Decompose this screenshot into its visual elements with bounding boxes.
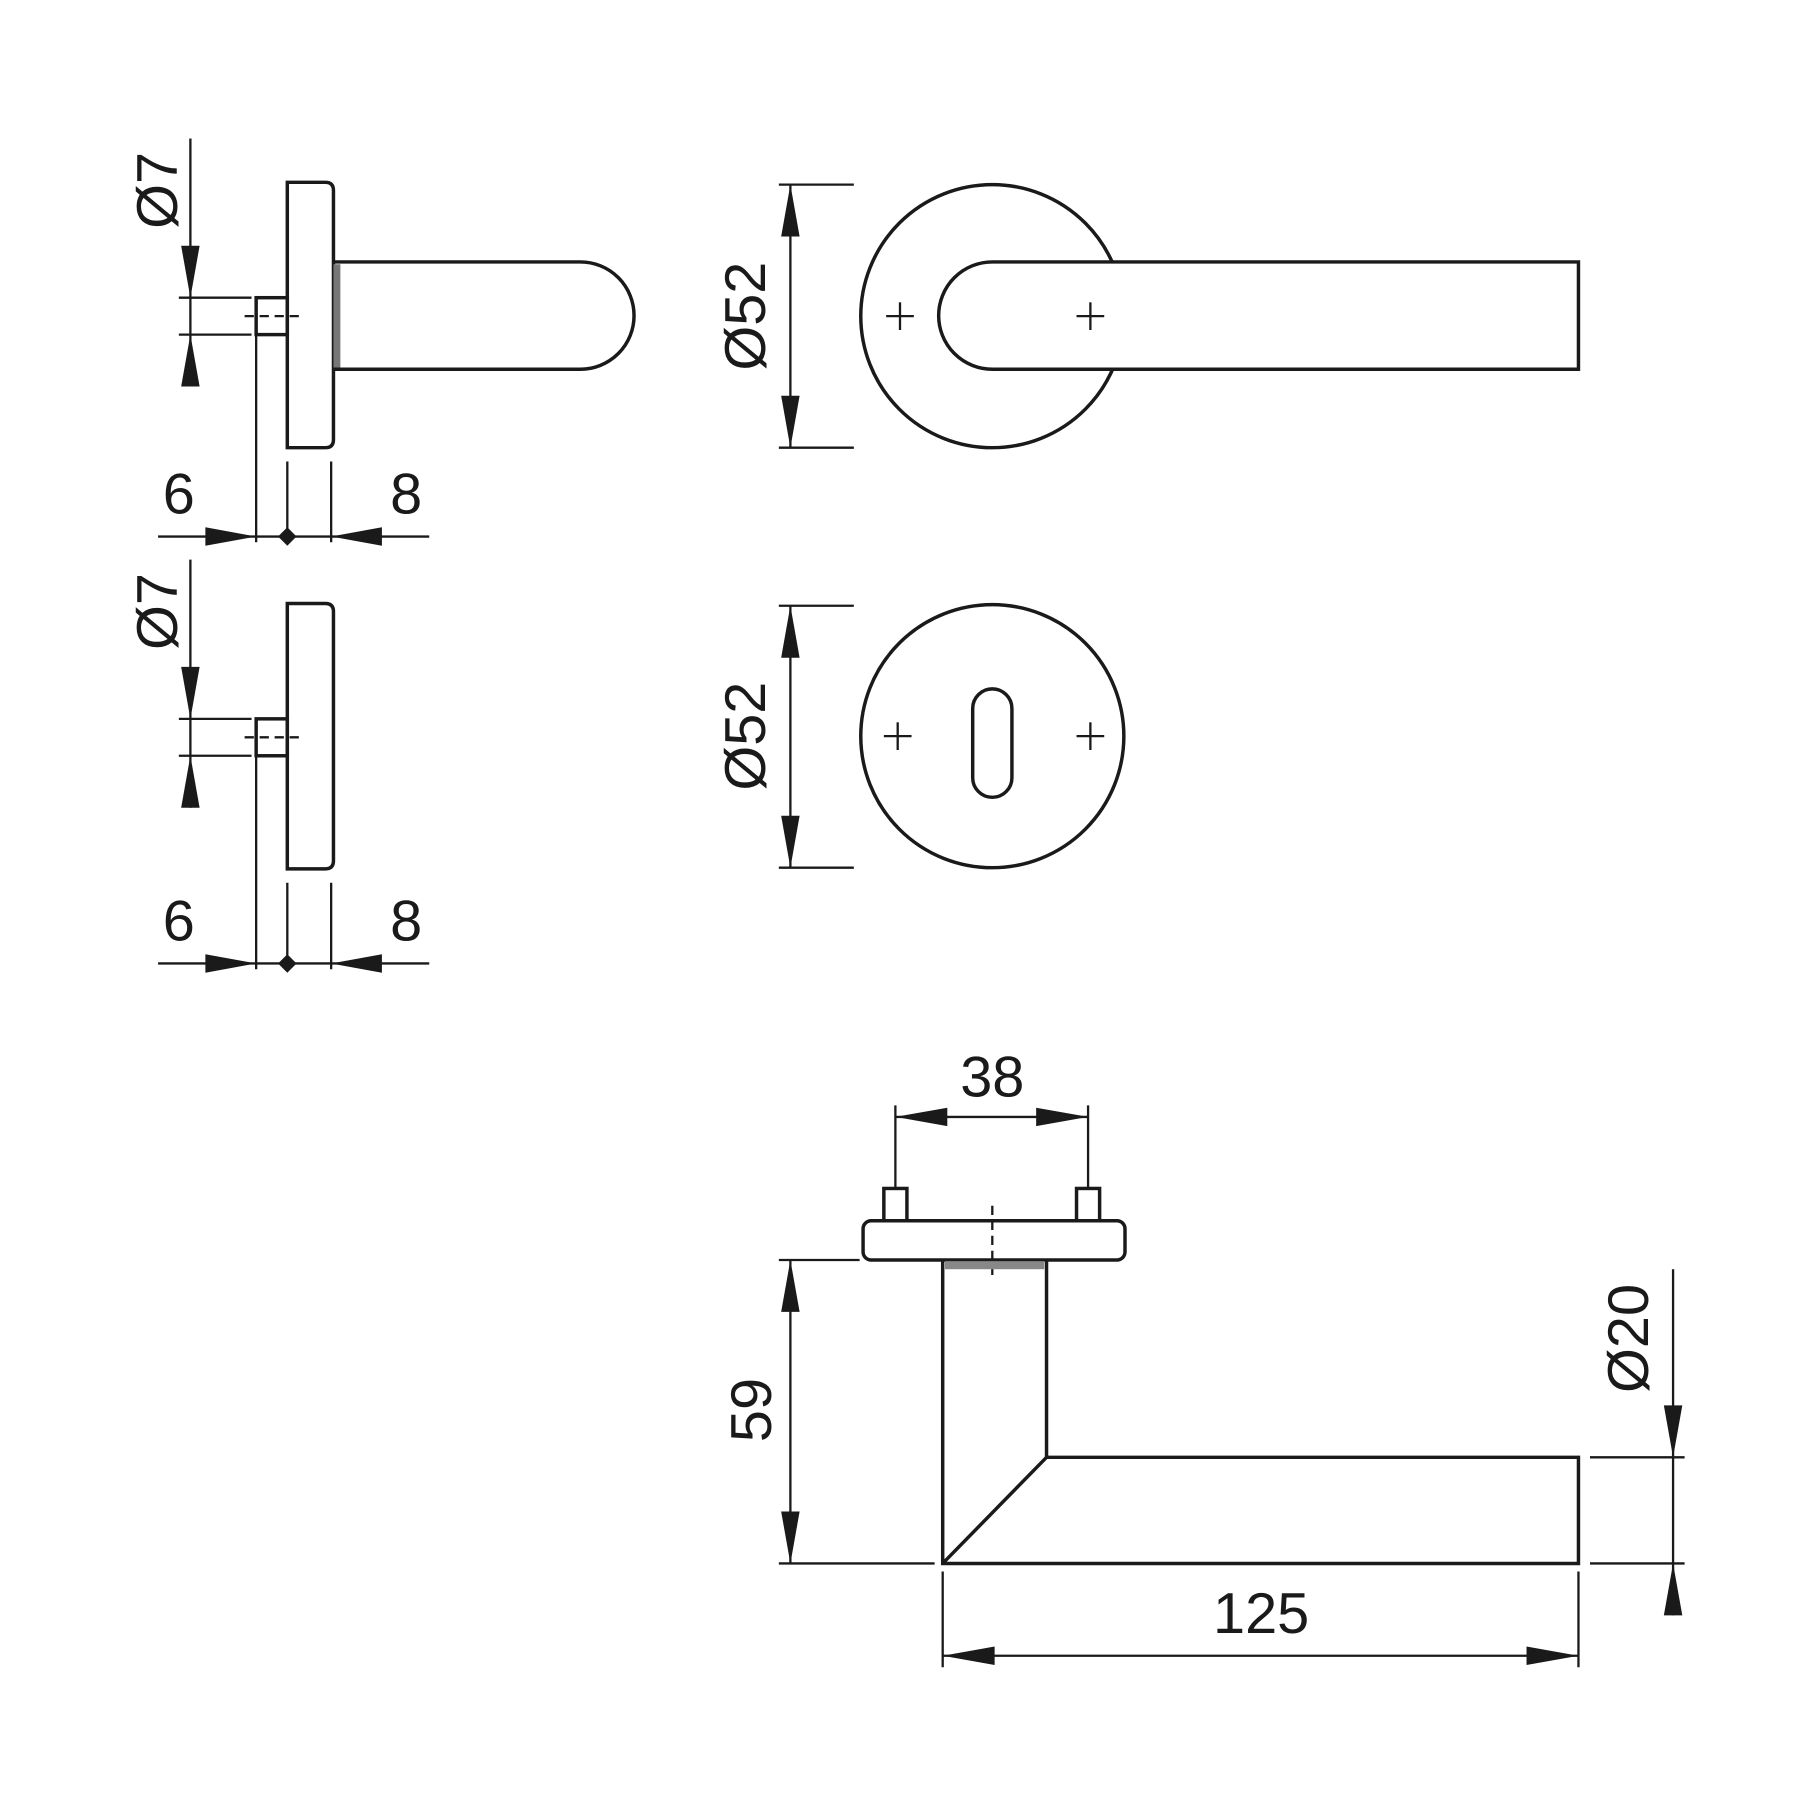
fixing-pin bbox=[882, 1186, 909, 1223]
projection-label: 59 bbox=[720, 1378, 784, 1442]
side-view-lever: Ø7 6 8 bbox=[126, 138, 636, 546]
spindle-dia-label: Ø7 bbox=[126, 573, 190, 650]
right-dim-label: 8 bbox=[390, 463, 422, 527]
top-view-lever: 38 59 125 Ø20 bbox=[720, 1045, 1685, 1668]
lever-dia-label: Ø20 bbox=[1597, 1284, 1661, 1393]
right-dim-label: 8 bbox=[390, 890, 422, 954]
screw-cross-icon bbox=[883, 722, 912, 750]
left-dim-label: 6 bbox=[163, 463, 195, 527]
shade-strip bbox=[333, 264, 341, 369]
keyhole-slot bbox=[970, 687, 1014, 800]
front-view-lever: Ø52 bbox=[714, 182, 1581, 450]
lever-handle bbox=[333, 260, 636, 371]
rose-dia-label: Ø52 bbox=[714, 682, 778, 791]
screw-cross-icon bbox=[1076, 722, 1105, 750]
lever-handle bbox=[936, 260, 1581, 371]
escutcheon-plate bbox=[285, 601, 336, 871]
length-label: 125 bbox=[1213, 1582, 1309, 1646]
spindle-dia-label: Ø7 bbox=[126, 152, 190, 229]
rose-dia-label: Ø52 bbox=[714, 262, 778, 371]
lever-body bbox=[940, 1260, 1581, 1566]
screw-cross-icon bbox=[886, 302, 914, 330]
shade-strip bbox=[945, 1261, 1045, 1270]
screw-cross-icon bbox=[1076, 302, 1105, 330]
front-view-escutcheon: Ø52 bbox=[714, 602, 1126, 870]
fixing-pin bbox=[1074, 1186, 1102, 1223]
rose-plate bbox=[285, 180, 336, 450]
left-dim-label: 6 bbox=[163, 890, 195, 954]
escutcheon-circle bbox=[859, 602, 1126, 870]
rose-plate bbox=[861, 1219, 1127, 1262]
screw-spacing-label: 38 bbox=[960, 1045, 1024, 1109]
side-view-escutcheon: Ø7 6 8 bbox=[126, 559, 430, 973]
